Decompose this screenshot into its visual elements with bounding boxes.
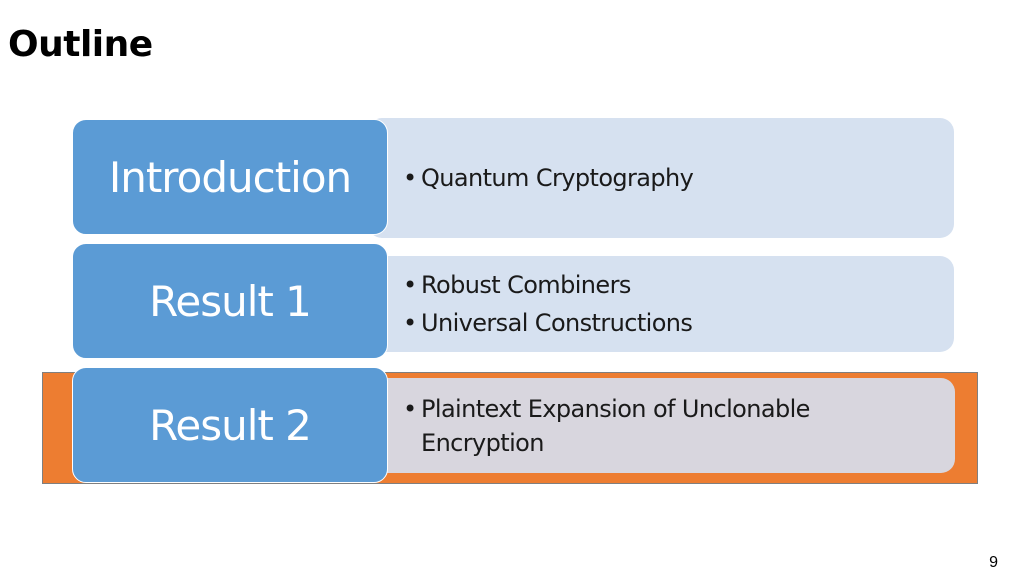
section-1-label: Introduction	[72, 119, 388, 235]
bullet-item: Quantum Cryptography	[403, 159, 934, 197]
page-number: 9	[989, 554, 998, 571]
bullet-item: Robust Combiners	[403, 266, 934, 304]
section-3-panel: Plaintext Expansion of Unclonable Encryp…	[368, 378, 955, 473]
section-1-bullets: Quantum Cryptography	[403, 159, 934, 197]
section-2-panel: Robust Combiners Universal Constructions	[368, 256, 954, 352]
section-1-panel: Quantum Cryptography	[368, 118, 954, 238]
section-2-label: Result 1	[72, 243, 388, 359]
slide-title: Outline	[8, 24, 153, 65]
section-2-bullets: Robust Combiners Universal Constructions	[403, 266, 934, 342]
section-3-bullets: Plaintext Expansion of Unclonable Encryp…	[403, 392, 935, 460]
bullet-item: Plaintext Expansion of Unclonable Encryp…	[403, 392, 871, 460]
section-3-label: Result 2	[72, 367, 388, 483]
bullet-item: Universal Constructions	[403, 304, 934, 342]
